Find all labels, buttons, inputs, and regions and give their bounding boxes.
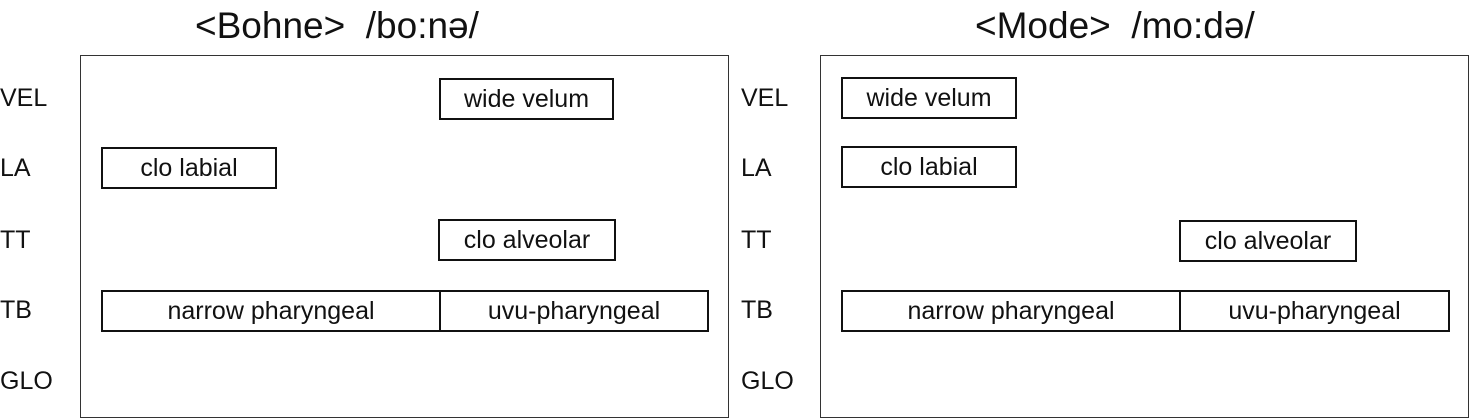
tier-label-la: LA xyxy=(0,154,31,182)
gesture-box-uvu-pharyngeal: uvu-pharyngeal xyxy=(1179,290,1450,332)
panel-title-bohne: <Bohne> /bo:nə/ xyxy=(195,5,479,46)
tier-label-glo: GLO xyxy=(0,367,53,395)
tier-label-vel: VEL xyxy=(0,84,48,112)
gesture-box-narrow-pharyngeal: narrow pharyngeal xyxy=(841,290,1181,332)
tier-label-la: LA xyxy=(741,154,772,182)
gesture-box-clo-alveolar: clo alveolar xyxy=(1179,220,1357,262)
tier-label-tt: TT xyxy=(741,226,772,254)
gestural-score-panel-bohne xyxy=(80,55,729,418)
tier-label-vel: VEL xyxy=(741,84,789,112)
tier-label-tb: TB xyxy=(741,296,773,324)
gesture-box-clo-alveolar: clo alveolar xyxy=(438,219,616,261)
tier-label-glo: GLO xyxy=(741,367,794,395)
gestural-score-panel-mode xyxy=(820,55,1469,418)
gesture-box-clo-labial: clo labial xyxy=(101,147,277,189)
tier-label-tt: TT xyxy=(0,226,31,254)
tier-label-tb: TB xyxy=(0,296,32,324)
gesture-box-clo-labial: clo labial xyxy=(841,146,1017,188)
gesture-box-wide-velum: wide velum xyxy=(439,78,614,120)
panel-title-mode: <Mode> /mo:də/ xyxy=(975,5,1255,46)
gesture-box-narrow-pharyngeal: narrow pharyngeal xyxy=(101,290,441,332)
gesture-box-wide-velum: wide velum xyxy=(841,77,1017,119)
gesture-box-uvu-pharyngeal: uvu-pharyngeal xyxy=(439,290,709,332)
